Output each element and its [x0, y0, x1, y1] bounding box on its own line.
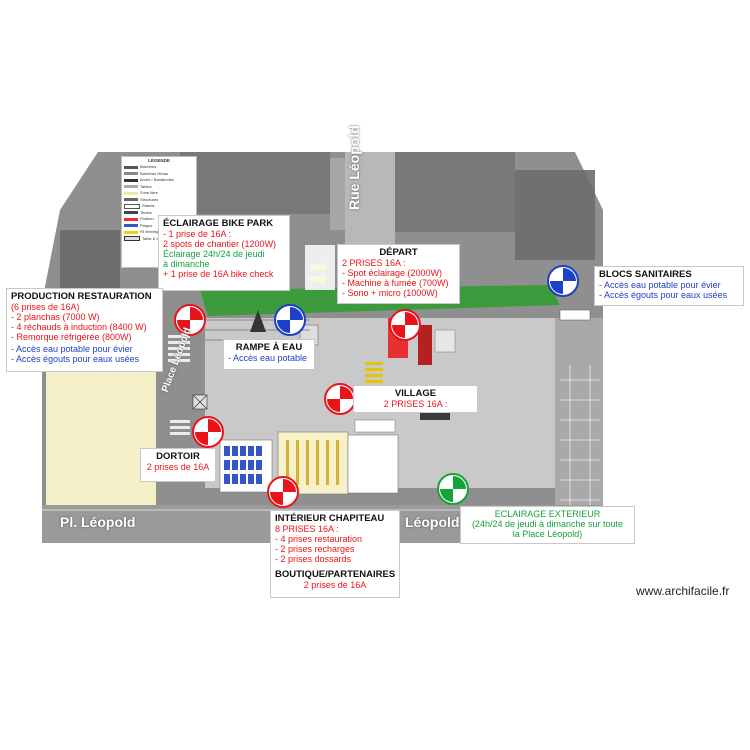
- callout-subtitle: BOUTIQUE/PARTENAIRES: [275, 569, 396, 580]
- legend-item: Plaque: [124, 223, 194, 230]
- bike-park-arch: [250, 310, 266, 332]
- water-marker-icon: [547, 265, 579, 297]
- dortoir-beds: [224, 446, 262, 484]
- depart-podium: [418, 325, 432, 365]
- legend-item: Podium: [124, 216, 194, 223]
- legend-item: Tables: [124, 184, 194, 191]
- legend-item: Fil électrique: [124, 229, 194, 236]
- buildings: [60, 152, 595, 300]
- callout-blocs-sanitaires: BLOCS SANITAIRES - Accès eau potable pou…: [594, 266, 744, 306]
- lighting-marker-icon: [437, 473, 469, 505]
- street-label-top: Rue Léopold: [346, 125, 362, 210]
- callout-title: DORTOIR: [156, 451, 200, 462]
- depart-stand: [434, 329, 456, 353]
- callout-eclairage-exterieur: ECLAIRAGE EXTERIEUR (24h/24 de jeudi à d…: [460, 506, 635, 544]
- sanitaires-block: [559, 309, 591, 321]
- callout-depart: DÉPART 2 PRISES 16A : - Spot éclairage (…: [337, 244, 460, 304]
- electric-marker-icon: [174, 304, 206, 336]
- callout-production-restauration: PRODUCTION RESTAURATION (6 prises de 16A…: [6, 288, 163, 372]
- parking-area: [555, 318, 603, 533]
- boutique-tent: [347, 434, 399, 494]
- electric-marker-icon: [324, 383, 356, 415]
- legend-item: Zone libre: [124, 190, 194, 197]
- village-stand: [354, 419, 396, 433]
- credit-watermark: www.archifacile.fr: [636, 584, 730, 598]
- restauration-zone: [46, 370, 156, 510]
- callout-dortoir: DORTOIR 2 prises de 16A: [140, 448, 216, 482]
- legend-item: Table & tables: [124, 236, 194, 243]
- legend-item: Barrières Héras: [124, 171, 194, 178]
- parking-lines: [560, 365, 600, 512]
- callout-interieur-chapiteau: INTÉRIEUR CHAPITEAU 8 PRISES 16A : - 4 p…: [270, 510, 400, 598]
- street-label-left: Pl. Léopold: [60, 514, 136, 530]
- electric-marker-icon: [267, 476, 299, 508]
- callout-title: BLOCS SANITAIRES: [599, 269, 692, 280]
- callout-title: VILLAGE: [394, 388, 437, 399]
- depart-mini-legend: [305, 245, 335, 290]
- callout-title: DÉPART: [379, 247, 418, 258]
- electric-marker-icon: [389, 309, 421, 341]
- legend-title: LÉGENDE: [148, 158, 170, 163]
- callout-title: INTÉRIEUR CHAPITEAU: [275, 513, 385, 524]
- crosswalk: [168, 335, 190, 435]
- callout-title: RAMPE À EAU: [235, 342, 303, 353]
- legend-item: Structures: [124, 197, 194, 204]
- street-label-right: Léopold: [405, 514, 460, 530]
- chapiteau-tables: [286, 440, 339, 485]
- callout-rampe-a-eau: RAMPE À EAU - Accès eau potable: [223, 339, 315, 370]
- water-marker-icon: [274, 304, 306, 336]
- callout-eclairage-bike-park: ÉCLAIRAGE BIKE PARK - 1 prise de 16A : 2…: [158, 215, 290, 291]
- legend-item: Barrières: [124, 164, 194, 171]
- callout-title: ÉCLAIRAGE BIKE PARK: [163, 218, 274, 229]
- legend-item: Arche / Banderoles: [124, 177, 194, 184]
- electric-marker-icon: [192, 416, 224, 448]
- legend-item: Tentes: [124, 210, 194, 217]
- yellow-barriers: [365, 362, 383, 383]
- callout-village: VILLAGE 2 PRISES 16A :: [353, 385, 478, 413]
- legend-item: Stands: [124, 203, 194, 210]
- callout-title: PRODUCTION RESTAURATION: [11, 291, 152, 302]
